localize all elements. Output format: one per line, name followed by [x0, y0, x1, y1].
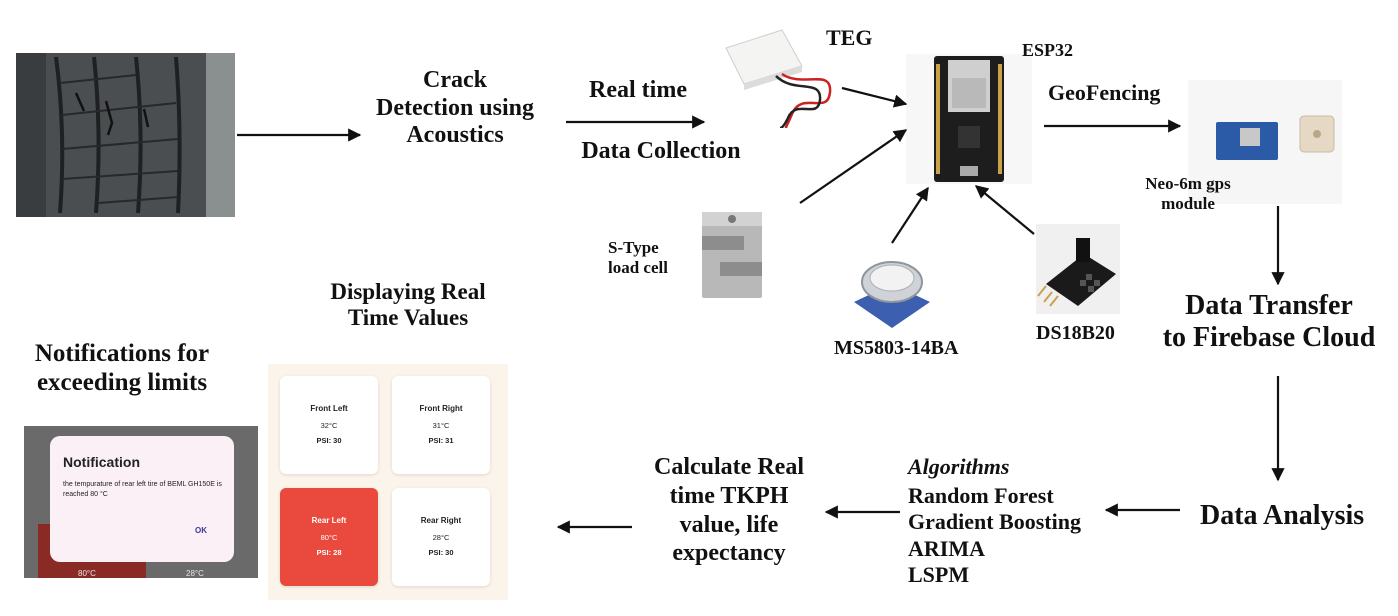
real-time-label: Real time	[589, 77, 687, 103]
notification-ok-button[interactable]: OK	[195, 526, 207, 535]
tire-card-psi: PSI: 31	[428, 436, 454, 445]
tire-card-psi: PSI: 30	[428, 548, 454, 557]
ms5803-sensor-image	[854, 261, 930, 328]
tkph-label: Calculate Real time TKPH value, life exp…	[654, 454, 804, 567]
load-cell-label: S-Type load cell	[608, 238, 668, 277]
data-collection-label: Data Collection	[581, 138, 741, 164]
algorithms-title: Algorithms	[908, 454, 1010, 479]
notification-title: Notification	[63, 454, 140, 470]
dashboard-screenshot: Front Left 32°C PSI: 30 Front Right 31°C…	[268, 364, 508, 600]
notification-label: Notifications for exceeding limits	[34, 340, 210, 396]
data-analysis-label: Data Analysis	[1200, 500, 1365, 531]
tire-card-rear-left: Rear Left 80°C PSI: 28	[280, 488, 378, 586]
crack-detection-label: Crack Detection using Acoustics	[376, 67, 534, 149]
tire-card-temp: 80°C	[320, 533, 338, 542]
tire-card-name: Rear Right	[420, 516, 462, 525]
load-cell-image	[702, 212, 762, 298]
tire-card-temp: 31°C	[432, 421, 450, 430]
background-temp-left: 80°C	[78, 569, 96, 578]
gps-module-image	[1188, 80, 1342, 204]
tire-card-temp: 28°C	[432, 533, 450, 542]
algorithms-list: Random Forest Gradient Boosting ARIMA LS…	[908, 483, 1081, 588]
teg-label: TEG	[826, 25, 873, 50]
esp32-label: ESP32	[1022, 40, 1074, 60]
display-label: Displaying Real Time Values	[330, 279, 486, 331]
notification-message: the tempurature of rear left tire of BEM…	[63, 481, 222, 499]
tire-card-name: Rear Left	[311, 516, 347, 525]
tire-card-front-left: Front Left 32°C PSI: 30	[280, 376, 378, 474]
tire-card-name: Front Right	[419, 404, 463, 413]
tire-card-name: Front Left	[310, 404, 348, 413]
background-temp-right: 28°C	[186, 569, 204, 578]
tire-card-front-right: Front Right 31°C PSI: 31	[392, 376, 490, 474]
ds18b20-sensor-image	[1036, 224, 1120, 314]
notification-screenshot: 80°C 28°C Notification the tempurature o…	[24, 426, 258, 578]
tire-card-rear-right: Rear Right 28°C PSI: 30	[392, 488, 490, 586]
tire-card-psi: PSI: 30	[316, 436, 342, 445]
geofencing-label: GeoFencing	[1048, 80, 1161, 105]
gps-module-label: Neo-6m gps module	[1145, 174, 1231, 213]
arrow-loadcell-to-esp32	[799, 129, 908, 204]
teg-module-image	[725, 29, 832, 128]
tire-card-psi: PSI: 28	[316, 548, 342, 557]
arrow-ds18b20-to-esp32	[974, 185, 1035, 235]
ms5803-label: MS5803-14BA	[834, 337, 959, 359]
arrow-teg-to-esp32	[841, 86, 908, 108]
firebase-label: Data Transfer to Firebase Cloud	[1162, 290, 1376, 354]
esp32-board-image	[906, 54, 1032, 184]
arrow-ms5803-to-esp32	[891, 186, 929, 244]
tire-card-temp: 32°C	[320, 421, 338, 430]
tire-image	[16, 53, 235, 217]
ds18b20-label: DS18B20	[1036, 322, 1115, 344]
notification-dialog: Notification the tempurature of rear lef…	[50, 436, 234, 562]
